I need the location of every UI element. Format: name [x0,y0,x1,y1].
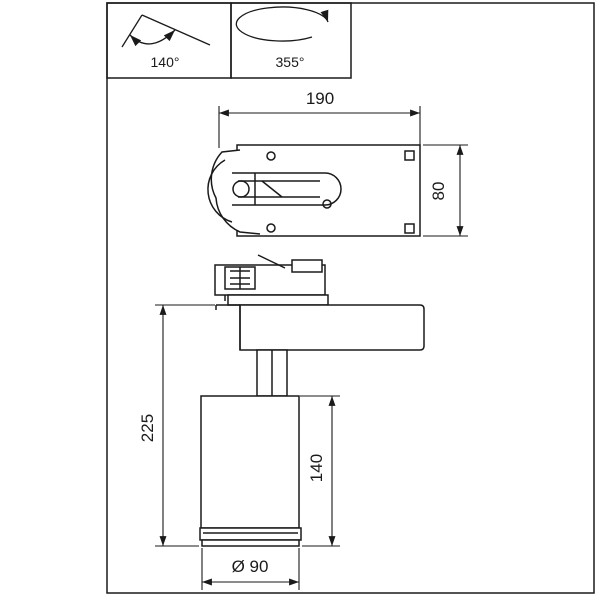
dimension-diameter [201,548,300,590]
dimension-body-height-label: 140 [307,454,326,482]
side-view-driver [239,304,425,351]
rotation-info-panel: 140° 355° [106,2,352,79]
top-view [207,144,421,237]
dimension-body-height [300,395,340,547]
side-view-bezel [199,527,302,541]
dimension-height-total [155,304,215,547]
top-view-screw-bottom [266,223,276,233]
side-view-body [200,395,300,529]
pan-angle-icon [235,6,329,42]
tilt-angle-label: 140° [151,54,180,70]
dimension-height-total-label: 225 [138,414,157,442]
dimension-diameter-label: Ø 90 [232,557,269,576]
dimension-width [423,144,468,237]
pan-angle-label: 355° [276,54,305,70]
top-view-screw-left [266,151,276,161]
pan-box [230,2,352,79]
side-view [199,254,425,547]
top-view-pivot [232,180,250,198]
side-view-adapter-base [227,294,329,306]
tilt-angle-icon [121,14,211,48]
outer-frame [106,2,595,594]
side-view-lens [201,539,300,547]
top-view-knob [322,199,332,209]
top-view-screw-br [404,223,415,234]
dimension-length-label: 190 [306,89,334,108]
dimension-width-label: 80 [429,182,448,201]
top-view-screw-tr [404,150,415,161]
dimension-length [218,106,421,148]
